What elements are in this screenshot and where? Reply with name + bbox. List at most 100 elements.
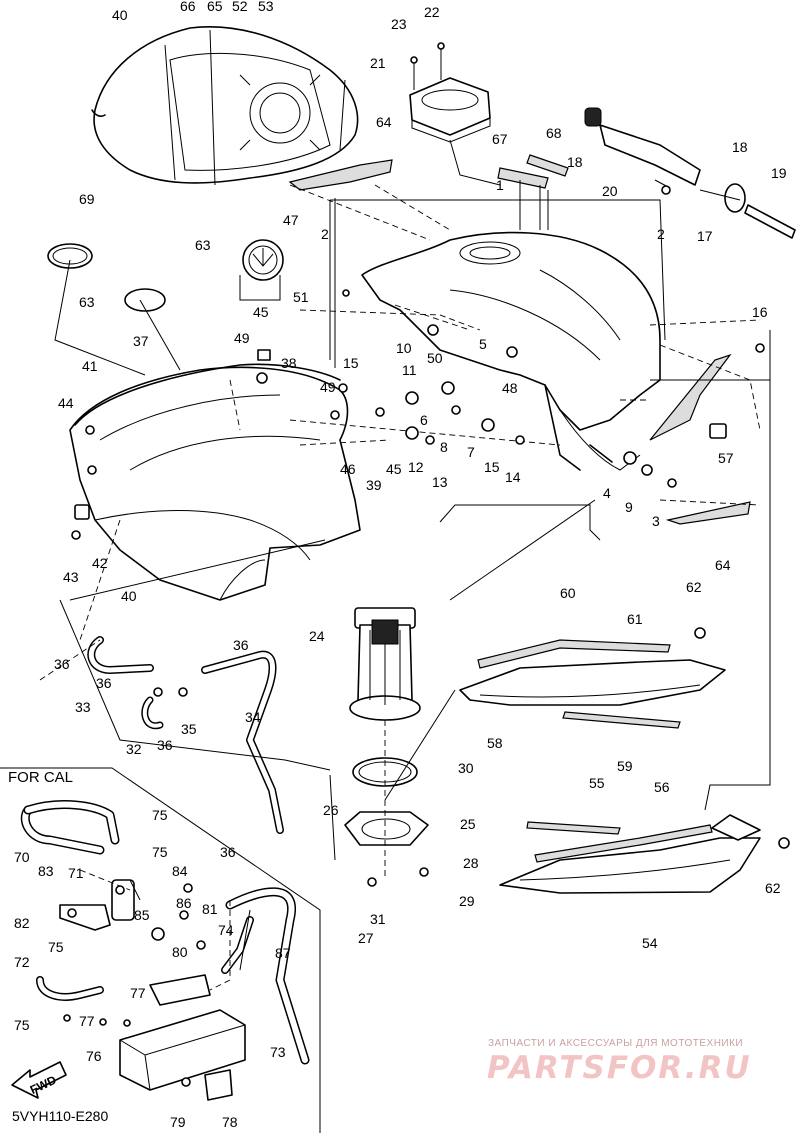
callout: 49 (234, 330, 250, 346)
callout: 27 (358, 930, 374, 946)
callout: 36 (96, 675, 112, 691)
callout: 25 (460, 816, 476, 832)
callout: 41 (82, 358, 98, 374)
rubber-damper-57 (709, 423, 727, 439)
callout: 8 (440, 439, 448, 455)
watermark-brand: PARTSFOR.RU (487, 1050, 752, 1086)
callout: 21 (370, 55, 386, 71)
callout: 36 (54, 656, 70, 672)
callout: 36 (220, 844, 236, 860)
fuel-filler-cap (409, 48, 491, 143)
fuel-pump (349, 607, 421, 721)
callout: 45 (253, 304, 269, 320)
callout: 18 (567, 154, 583, 170)
callout: 75 (152, 807, 168, 823)
pump-mounting-plate (344, 811, 429, 846)
callout: 68 (546, 125, 562, 141)
callout: 53 (258, 0, 274, 14)
watermark-tagline: ЗАПЧАСТИ И АКСЕССУАРЫ ДЛЯ МОТОТЕХНИКИ (488, 1038, 744, 1049)
callout: 87 (275, 945, 291, 961)
callout: 38 (281, 355, 297, 371)
callout: 55 (589, 775, 605, 791)
callout: 57 (718, 450, 734, 466)
callout: 78 (222, 1114, 238, 1130)
callout: 66 (180, 0, 196, 14)
bracket-80 (149, 974, 211, 1006)
callout: 56 (654, 779, 670, 795)
charcoal-canister (119, 1009, 246, 1091)
diagram-code: 5VYH110-E280 (12, 1108, 109, 1124)
callout: 50 (427, 350, 443, 366)
side-panel-wedge (649, 353, 732, 441)
callout: 83 (38, 863, 54, 879)
callout: 4 (603, 485, 611, 501)
callout: 86 (176, 895, 192, 911)
callout: 81 (202, 901, 218, 917)
tank-cover-top-view (91, 26, 359, 186)
callout: 22 (424, 4, 440, 20)
callout: 64 (715, 557, 731, 573)
callout: 67 (492, 131, 508, 147)
callout: 28 (463, 855, 479, 871)
callout: 46 (340, 461, 356, 477)
callout: 35 (181, 721, 197, 737)
callout: 36 (233, 637, 249, 653)
callout: 14 (505, 469, 521, 485)
side-panel-lower (499, 814, 761, 894)
callout: 52 (232, 0, 248, 14)
callout: 76 (86, 1048, 102, 1064)
grommet-ring-69-inner (52, 247, 88, 265)
callout: 31 (370, 911, 386, 927)
callout: 69 (79, 191, 95, 207)
callout: 59 (617, 758, 633, 774)
damper-pad-68 (526, 154, 569, 177)
callout: 84 (172, 863, 188, 879)
callout: 82 (14, 915, 30, 931)
fuel-tank (361, 231, 661, 471)
for-cal-inset-frame (0, 767, 321, 1133)
callout: 15 (484, 459, 500, 475)
callout: 77 (79, 1013, 95, 1029)
callout: 63 (195, 237, 211, 253)
callout: 36 (157, 737, 173, 753)
callout: 29 (459, 893, 475, 909)
callout: 16 (752, 304, 768, 320)
callout: 73 (270, 1044, 286, 1060)
callout: 23 (391, 16, 407, 32)
callout: 12 (408, 459, 424, 475)
callout: 64 (376, 114, 392, 130)
callout: 47 (283, 212, 299, 228)
callout: 62 (765, 880, 781, 896)
callout: 3 (652, 513, 660, 529)
callout: 24 (309, 628, 325, 644)
callout: 5 (479, 336, 487, 352)
callout: 7 (467, 444, 475, 460)
bracket-78 (204, 1069, 233, 1101)
callout: 60 (560, 585, 576, 601)
callout: 20 (602, 183, 618, 199)
callout: 33 (75, 699, 91, 715)
callout: 19 (771, 165, 787, 181)
callout: 32 (126, 741, 142, 757)
callout: 10 (396, 340, 412, 356)
callout: 42 (92, 555, 108, 571)
fwd-arrow (11, 1061, 67, 1099)
callout: 26 (323, 802, 339, 818)
callout: 58 (487, 735, 503, 751)
fuel-filter-71 (111, 879, 135, 921)
callout: 11 (402, 362, 417, 378)
callout: 74 (218, 922, 234, 938)
callout-labels: 1 2 2 3 4 5 6 7 8 9 10 11 12 13 14 15 15… (14, 0, 787, 1130)
callout: 65 (207, 0, 223, 14)
callout: 13 (432, 474, 448, 490)
callout: 9 (625, 499, 633, 515)
callout: 70 (14, 849, 30, 865)
fasteners (63, 42, 790, 1087)
leader-lines (39, 139, 771, 991)
callout: 43 (63, 569, 79, 585)
callout: 72 (14, 954, 30, 970)
inset-label: FOR CAL (8, 769, 74, 786)
callout: 30 (458, 760, 474, 776)
callout: 17 (697, 228, 713, 244)
callout: 34 (245, 709, 261, 725)
